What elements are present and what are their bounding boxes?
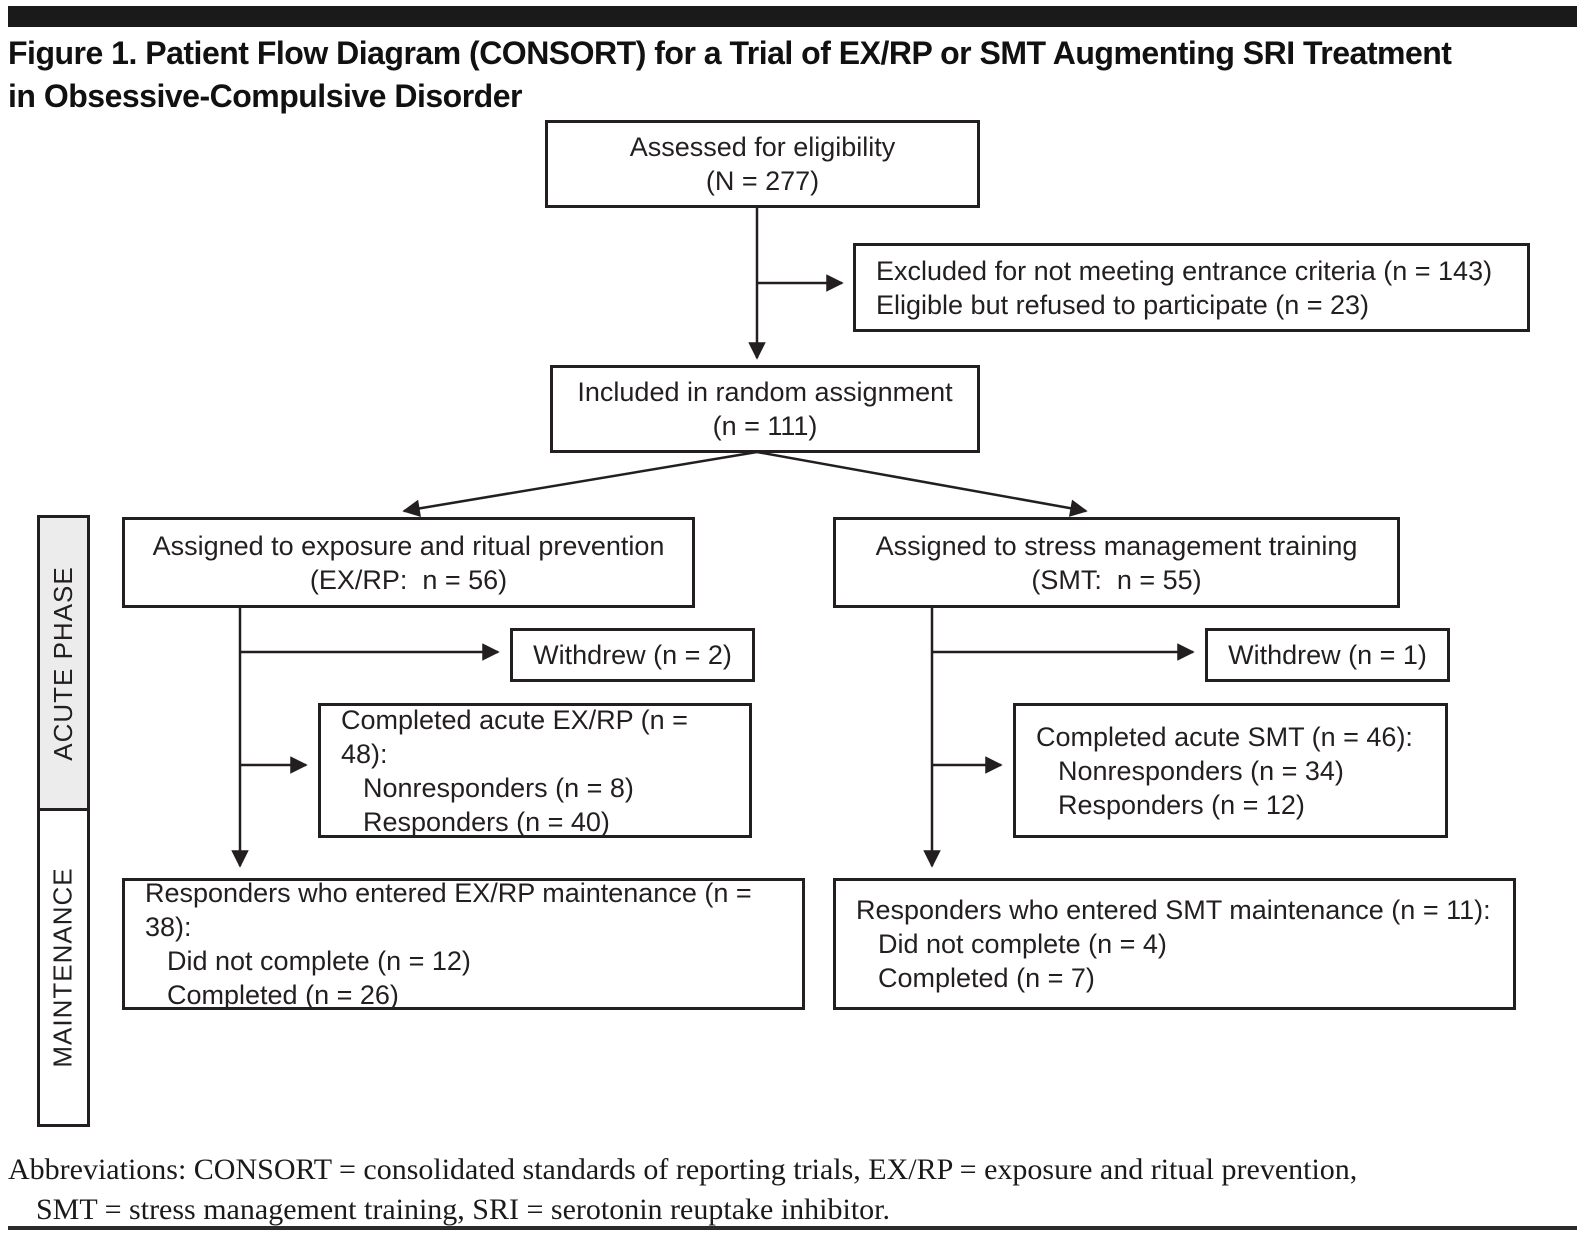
top-rule xyxy=(8,6,1577,27)
box-completed-acute-exrp: Completed acute EX/RP (n = 48): Nonrespo… xyxy=(318,703,752,838)
phase-label-acute-text: ACUTE PHASE xyxy=(48,565,78,761)
box-text-line: Eligible but refused to participate (n =… xyxy=(876,289,1370,320)
box-text-line: Excluded for not meeting entrance criter… xyxy=(876,255,1493,286)
arrow-randomized-to-exrp xyxy=(402,450,758,518)
box-smt-withdrew: Withdrew (n = 1) xyxy=(1205,628,1450,682)
box-text-line: Completed acute EX/RP (n = 48): xyxy=(341,704,688,769)
figure-title: Figure 1. Patient Flow Diagram (CONSORT)… xyxy=(8,32,1452,118)
bottom-rule xyxy=(8,1226,1577,1230)
box-assessed-for-eligibility: Assessed for eligibility (N = 277) xyxy=(545,120,980,208)
box-completed-acute-smt: Completed acute SMT (n = 46): Nonrespond… xyxy=(1013,703,1448,838)
phase-label-maintenance: MAINTENANCE xyxy=(37,808,90,1127)
box-text-line: Completed acute SMT (n = 46): xyxy=(1036,721,1413,752)
abbreviations-footnote: Abbreviations: CONSORT = consolidated st… xyxy=(8,1150,1568,1230)
box-text-line: Assigned to stress management training xyxy=(875,530,1358,561)
box-exrp-withdrew: Withdrew (n = 2) xyxy=(510,628,755,682)
figure-title-line1: Figure 1. Patient Flow Diagram (CONSORT)… xyxy=(8,35,1452,71)
box-text-line: Responders (n = 40) xyxy=(363,806,610,837)
box-text-line: Responders (n = 12) xyxy=(1058,789,1305,820)
box-text-line: (SMT: n = 55) xyxy=(1031,564,1202,595)
phase-label-acute: ACUTE PHASE xyxy=(37,515,90,811)
box-text-line: Did not complete (n = 4) xyxy=(878,929,1167,959)
footnote-line2: SMT = stress management training, SRI = … xyxy=(36,1193,891,1226)
box-text-line: (N = 277) xyxy=(705,166,820,196)
box-text-line: Nonresponders (n = 34) xyxy=(1058,755,1344,786)
box-text-line: Completed (n = 26) xyxy=(167,980,399,1010)
arrow-randomized-to-smt xyxy=(756,450,1088,517)
box-text-line: Completed (n = 7) xyxy=(878,963,1095,993)
box-text-line: Nonresponders (n = 8) xyxy=(363,772,634,803)
phase-label-maintenance-text: MAINTENANCE xyxy=(48,867,78,1068)
figure-title-line2: in Obsessive-Compulsive Disorder xyxy=(8,78,522,114)
box-included-random-assignment: Included in random assignment (n = 111) xyxy=(550,365,980,453)
box-text-line: Withdrew (n = 2) xyxy=(533,640,732,670)
box-smt-maintenance: Responders who entered SMT maintenance (… xyxy=(833,878,1516,1010)
box-assigned-exrp: Assigned to exposure and ritual preventi… xyxy=(122,517,695,608)
box-text-line: (n = 111) xyxy=(712,411,818,441)
box-assigned-smt: Assigned to stress management training (… xyxy=(833,517,1400,608)
box-text-line: Responders who entered SMT maintenance (… xyxy=(856,895,1491,925)
box-text-line: Responders who entered EX/RP maintenance… xyxy=(145,878,752,942)
box-text-line: Included in random assignment xyxy=(577,377,953,407)
box-text-line: Assigned to exposure and ritual preventi… xyxy=(152,530,665,561)
box-text-line: Did not complete (n = 12) xyxy=(167,946,471,976)
box-text-line: Assessed for eligibility xyxy=(629,132,896,162)
box-exrp-maintenance: Responders who entered EX/RP maintenance… xyxy=(122,878,805,1010)
box-text-line: (EX/RP: n = 56) xyxy=(309,564,508,595)
box-excluded: Excluded for not meeting entrance criter… xyxy=(853,243,1530,332)
box-text-line: Withdrew (n = 1) xyxy=(1228,640,1427,670)
footnote-line1: Abbreviations: CONSORT = consolidated st… xyxy=(8,1153,1358,1186)
